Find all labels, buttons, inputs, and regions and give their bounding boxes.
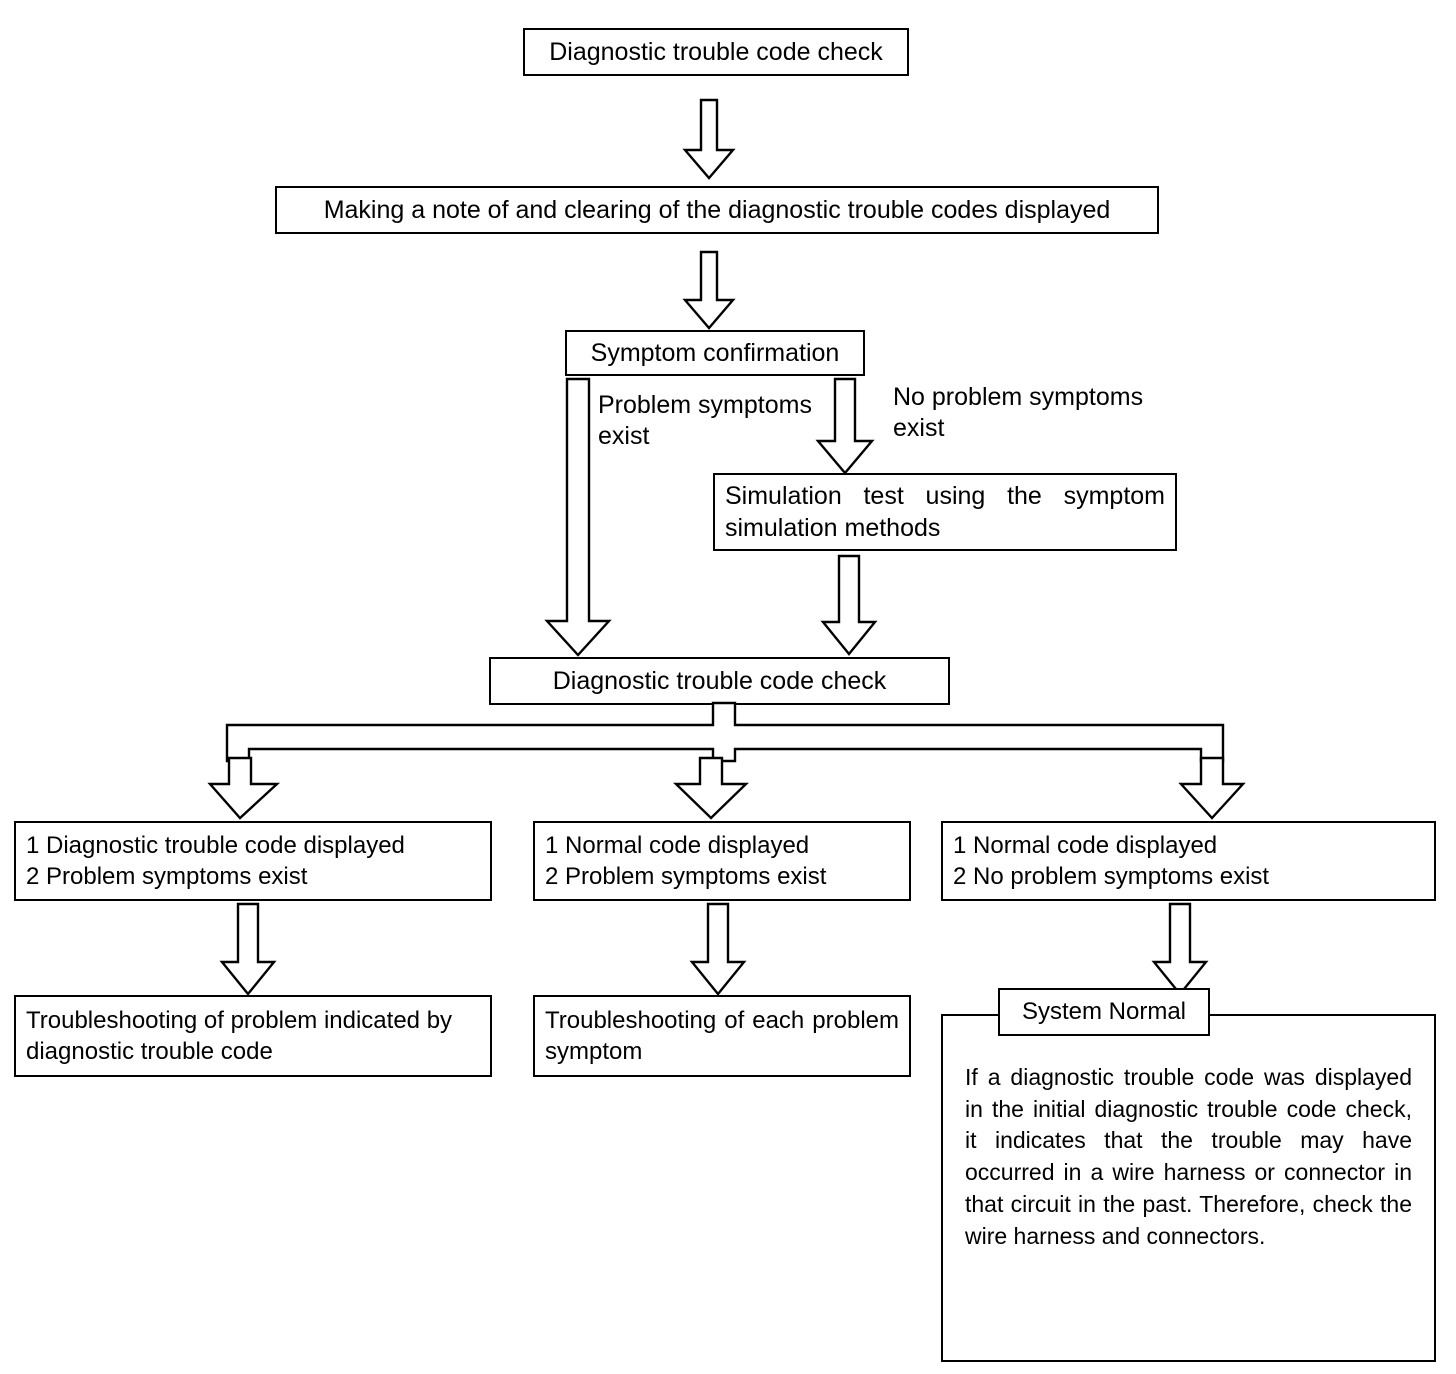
arrow-down-1 [682,98,736,180]
node-result-left: Troubleshooting of problem indicated by … [14,995,492,1077]
node-result-right-body-box: If a diagnostic trouble code was display… [941,1014,1436,1362]
node-dtc-check-second-label: Diagnostic trouble code check [552,666,887,695]
node-result-middle: Troubleshooting of each problem symptom [533,995,911,1077]
arrow-outcome-middle-down [689,902,748,996]
node-result-right-title-label: System Normal [1021,998,1187,1026]
node-symptom-confirmation: Symptom confirmation [565,330,865,376]
node-outcome-left-label: 1 Diagnostic trouble code displayed 2 Pr… [26,831,405,890]
arrow-branch-middle [673,756,750,820]
node-simulation-test-label: Simulation test using the symptom simula… [725,481,1165,543]
node-outcome-left: 1 Diagnostic trouble code displayed 2 Pr… [14,821,492,901]
arrow-branch-left [207,756,282,820]
arrow-no-problem-symptoms-exist [815,377,875,475]
arrow-problem-symptoms-exist [544,377,615,657]
arrow-outcome-left-down [219,902,278,996]
edge-label-problem-symptoms-exist: Problem symptoms exist [598,391,812,450]
branch-connector [220,701,1230,763]
node-outcome-middle-label: 1 Normal code displayed 2 Problem sympto… [545,831,827,890]
node-outcome-right-label: 1 Normal code displayed 2 No problem sym… [953,831,1270,890]
node-dtc-check-second: Diagnostic trouble code check [489,657,950,705]
edge-label-no-problem-symptoms-exist: No problem symptoms exist [893,383,1144,442]
arrow-branch-right [1155,756,1246,820]
node-symptom-confirmation-label: Symptom confirmation [590,338,840,367]
node-dtc-check-top-label: Diagnostic trouble code check [549,37,883,66]
node-result-right-body: If a diagnostic trouble code was display… [965,1064,1412,1249]
arrow-down-3 [820,554,878,656]
node-simulation-test: Simulation test using the symptom simula… [713,473,1177,551]
arrow-down-2 [682,250,736,330]
node-result-middle-label: Troubleshooting of each problem symptom [545,1006,899,1065]
node-making-note: Making a note of and clearing of the dia… [275,186,1159,234]
node-result-right-title-box: System Normal [998,988,1210,1036]
arrow-outcome-right-down [1151,902,1210,996]
node-dtc-check-top: Diagnostic trouble code check [523,28,909,76]
node-making-note-label: Making a note of and clearing of the dia… [323,195,1111,224]
node-outcome-right: 1 Normal code displayed 2 No problem sym… [941,821,1436,901]
node-outcome-middle: 1 Normal code displayed 2 Problem sympto… [533,821,911,901]
node-result-left-label: Troubleshooting of problem indicated by … [26,1006,453,1065]
